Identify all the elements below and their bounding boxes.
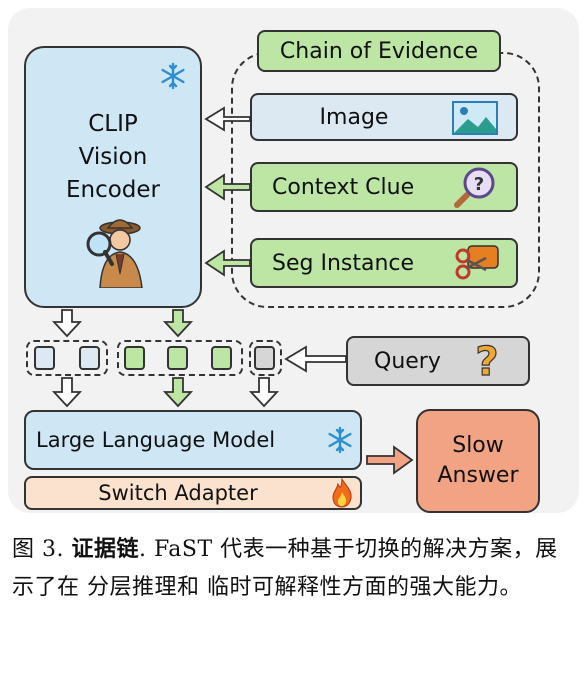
caption-figure-label: 图 3. xyxy=(12,537,64,562)
magnifier-question-icon: ? xyxy=(454,167,495,208)
arrow-clip-to-evidence-tokens xyxy=(162,309,194,338)
figure-caption: 图 3. 证据链. FaST 代表一种基于切换的解决方案，展示了在 分层推理和 … xyxy=(12,530,578,607)
evidence-token-group xyxy=(117,340,243,376)
arrow-llm-to-slow-answer xyxy=(366,445,414,475)
evidence-token xyxy=(211,346,232,370)
arrow-context-to-clip xyxy=(204,173,251,201)
arrow-image-to-clip xyxy=(204,106,251,132)
snowflake-icon xyxy=(161,62,185,90)
detective-icon xyxy=(86,219,143,288)
query-token xyxy=(254,346,275,370)
switch-adapter-label: Switch Adapter xyxy=(98,481,258,505)
caption-title: 证据链 xyxy=(71,536,139,562)
svg-text:?: ? xyxy=(474,174,484,195)
arrow-query-token-to-llm xyxy=(248,377,280,408)
slow-answer-line1: Slow xyxy=(452,433,504,458)
llm-label: Large Language Model xyxy=(36,428,276,452)
query-label: Query xyxy=(374,348,441,374)
slow-answer-line2: Answer xyxy=(437,463,519,488)
fire-icon xyxy=(332,478,352,508)
image-token-group xyxy=(26,340,108,376)
switch-adapter: Switch Adapter xyxy=(24,476,362,510)
query-token-group xyxy=(249,340,282,376)
svg-text:?: ? xyxy=(475,339,498,383)
caption-text: . FaST 代表一种基于切换的解决方案，展示了在 分层推理和 临时可解释性方面… xyxy=(12,537,558,600)
large-language-model: Large Language Model xyxy=(24,410,362,470)
snowflake-icon xyxy=(328,426,352,454)
image-token xyxy=(34,346,55,370)
arrow-seg-to-clip xyxy=(204,249,251,277)
image-label: Image xyxy=(319,104,389,130)
slow-answer: Slow Answer xyxy=(416,409,540,513)
arrow-clip-to-image-tokens xyxy=(51,309,83,338)
question-mark-icon: ? xyxy=(475,339,499,383)
clip-label-line1: CLIP xyxy=(88,111,138,137)
clip-vision-encoder: CLIP Vision Encoder xyxy=(24,46,202,308)
clip-label-line3: Encoder xyxy=(65,177,161,203)
image-icon xyxy=(452,101,498,135)
image-token xyxy=(79,346,100,370)
arrow-query-to-tokens xyxy=(284,345,347,373)
query-box: Query xyxy=(346,336,530,386)
clip-label-line2: Vision xyxy=(78,144,148,170)
arrow-image-tokens-to-llm xyxy=(51,377,83,408)
context-clue-label: Context Clue xyxy=(272,174,415,200)
evidence-token xyxy=(124,346,145,370)
chain-of-evidence-title: Chain of Evidence xyxy=(257,30,501,72)
arrow-evidence-tokens-to-llm xyxy=(162,377,194,408)
evidence-token xyxy=(167,346,188,370)
seg-instance-label: Seg Instance xyxy=(272,250,415,276)
scissors-cut-icon xyxy=(455,245,499,280)
